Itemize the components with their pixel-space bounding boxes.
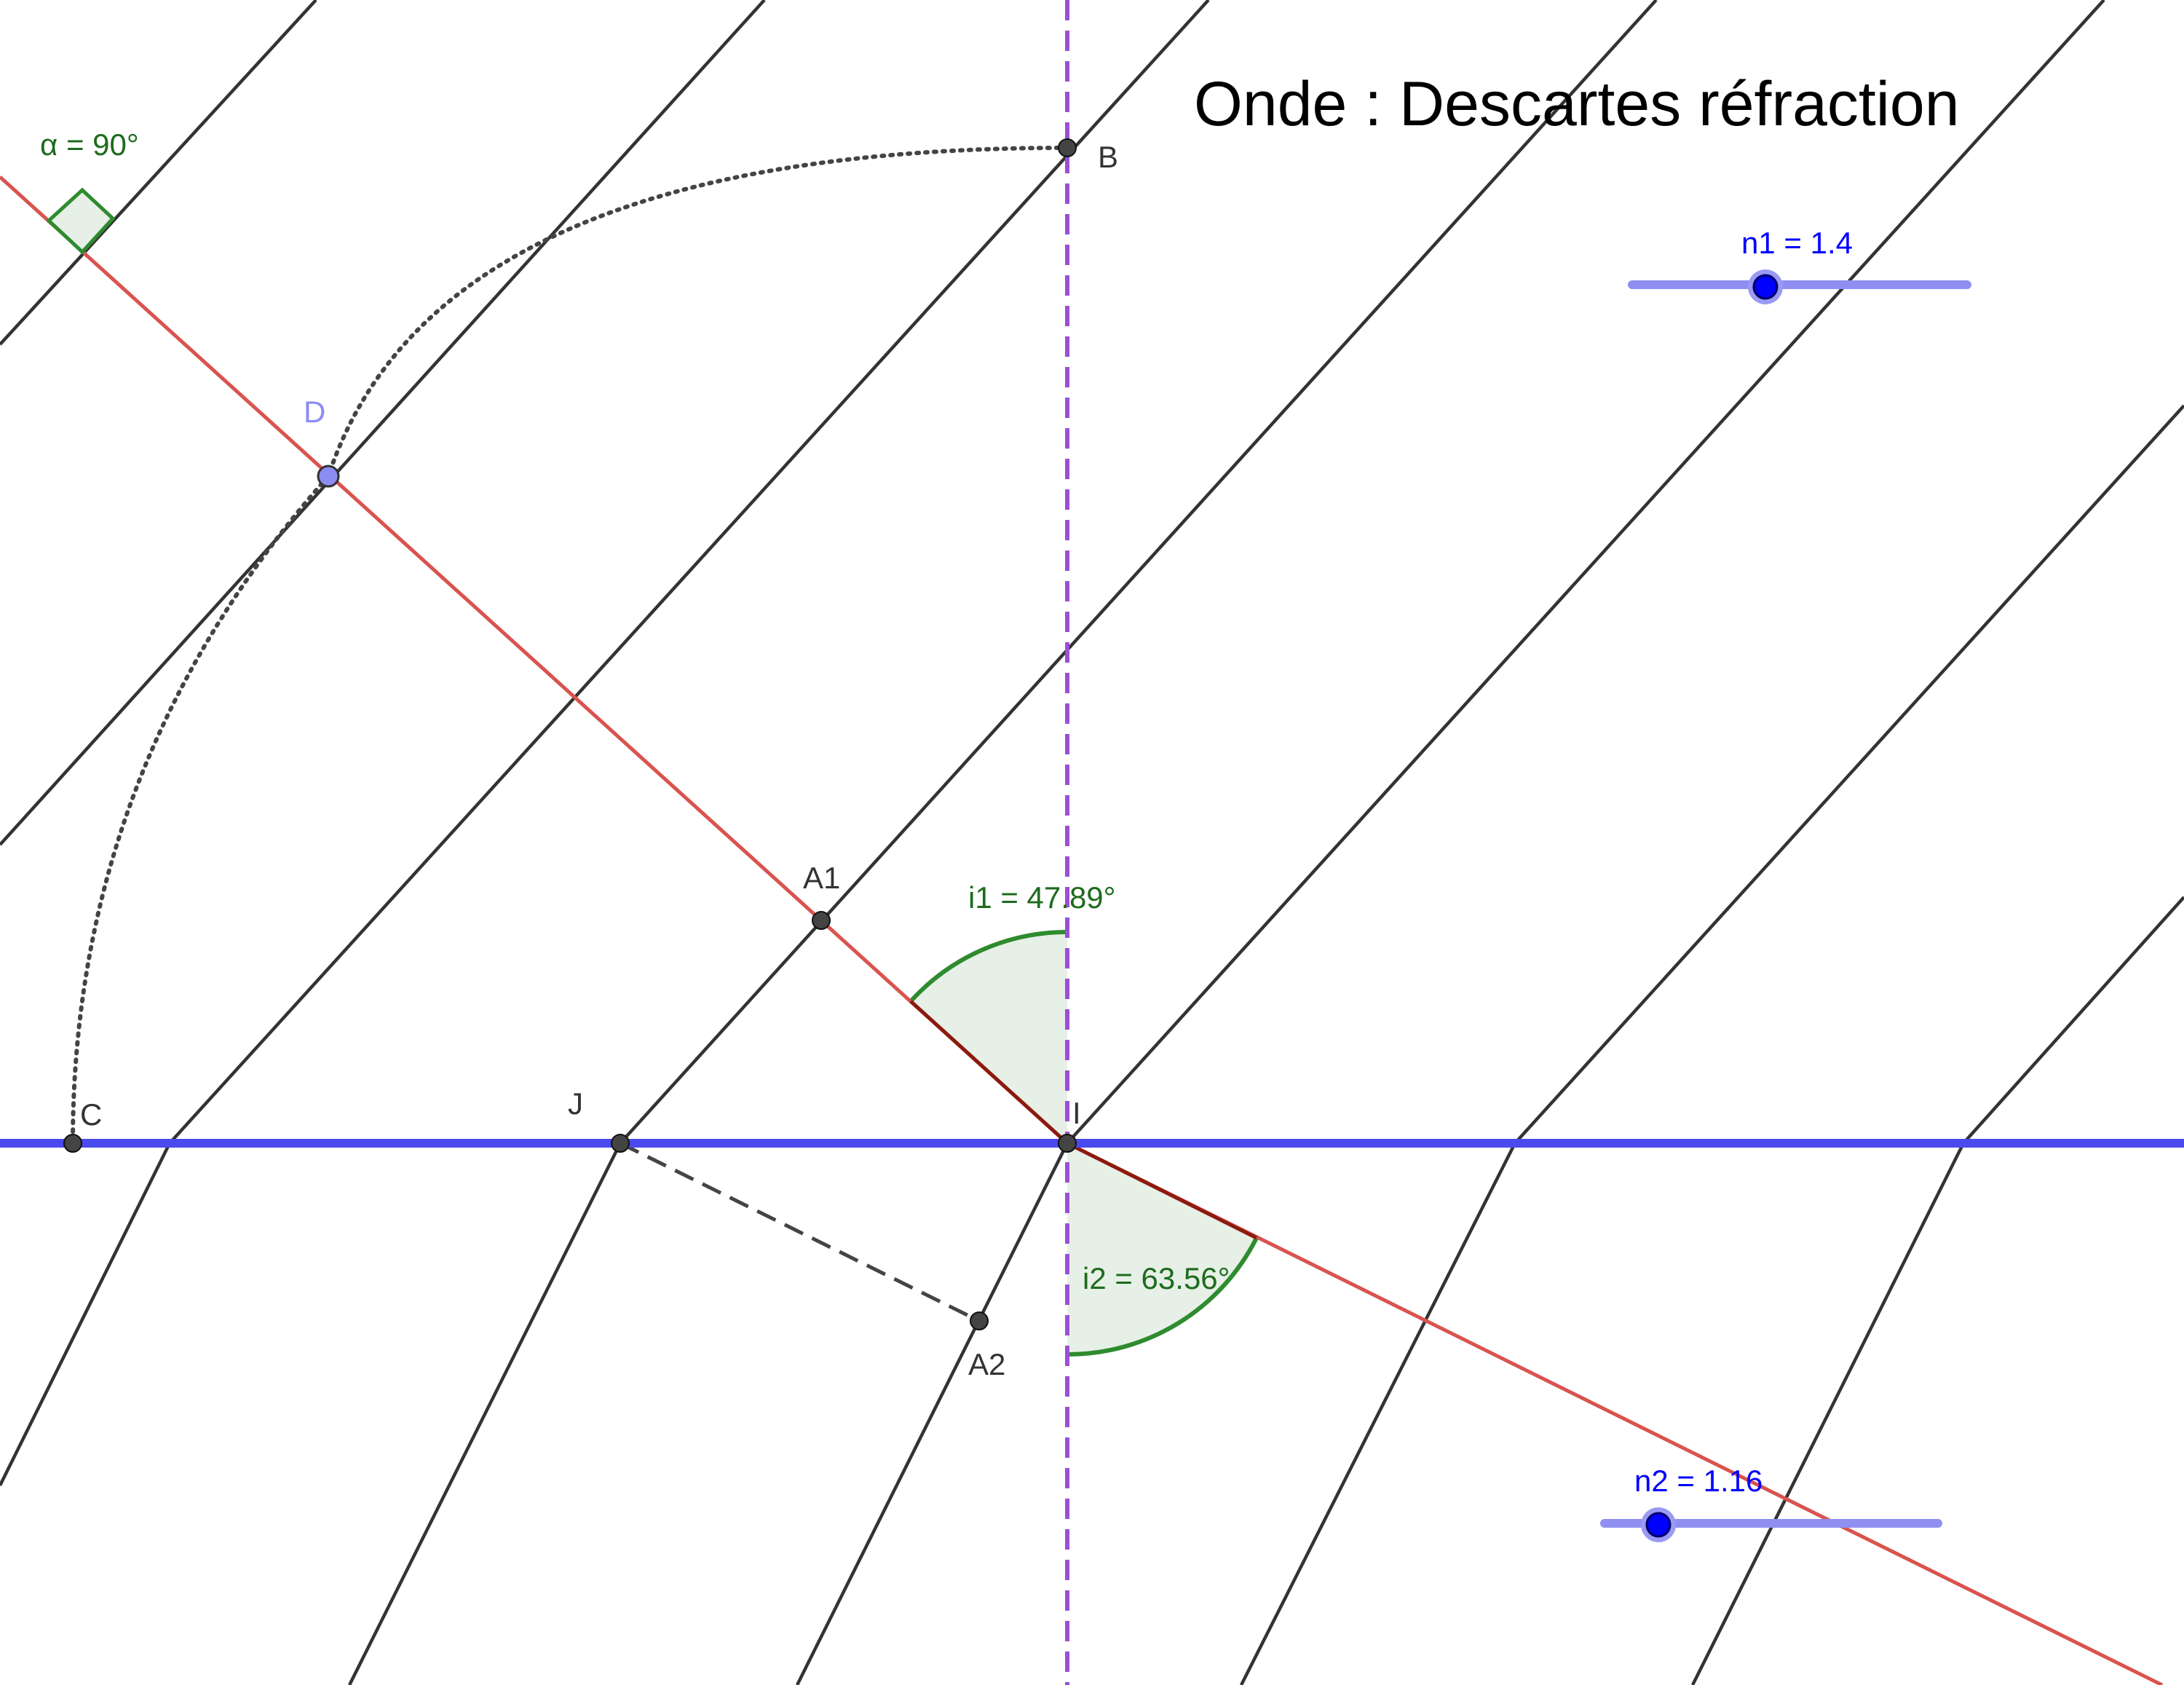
refracted-wavefront-line[interactable] — [795, 1142, 1069, 1685]
wavefront-line[interactable] — [1066, 0, 2105, 1145]
points — [63, 138, 1077, 1330]
label-A2: A2 — [968, 1347, 1005, 1381]
point-C[interactable] — [63, 1134, 82, 1153]
right-angle-marker[interactable] — [46, 187, 116, 255]
slider-n2-label: n2 = 1.16 — [1634, 1464, 1762, 1498]
label-B: B — [1098, 140, 1118, 174]
i2-label: i2 = 63.56° — [1083, 1261, 1230, 1295]
point-B[interactable] — [1058, 138, 1077, 157]
wavefront-line[interactable] — [0, 0, 766, 846]
wavefront-line[interactable] — [619, 0, 1658, 1145]
point-labels: B D A1 C J I A2 — [80, 140, 1118, 1381]
wavefront-line[interactable] — [0, 0, 317, 346]
incident-ray-near-I — [909, 1000, 1069, 1145]
slider-n1[interactable] — [1628, 269, 1971, 304]
slider-labels: n1 = 1.4 n2 = 1.16 — [1634, 226, 1853, 1498]
diagram-title: Onde : Descartes réfraction — [1194, 69, 1960, 139]
wavefront-line[interactable] — [168, 0, 1210, 1145]
segment-J-A2[interactable] — [619, 1141, 981, 1323]
slider-n2[interactable] — [1600, 1507, 1942, 1542]
refracted-wavefront-line[interactable] — [1239, 1142, 1517, 1685]
refracted-ray-near-I — [1066, 1141, 1258, 1240]
wavefront-line[interactable] — [1962, 896, 2184, 1145]
slider-n1-label: n1 = 1.4 — [1741, 226, 1853, 260]
slider-n2-knob[interactable] — [1645, 1512, 1671, 1538]
label-I: I — [1072, 1096, 1081, 1130]
label-A1: A1 — [803, 861, 840, 895]
angle-labels: α = 90° i1 = 47.89° i2 = 63.56° — [40, 127, 1230, 1295]
angle-i1-arc — [909, 929, 1068, 1003]
i1-label: i1 = 47.89° — [968, 880, 1115, 915]
incident-ray[interactable] — [0, 175, 1069, 1145]
refracted-wavefront-line[interactable] — [1690, 1142, 1966, 1685]
label-D: D — [304, 395, 325, 429]
point-I[interactable] — [1058, 1134, 1077, 1153]
wavefront-line[interactable] — [1514, 404, 2184, 1145]
angle-i1-sector[interactable] — [911, 931, 1067, 1143]
refracted-wavefronts — [0, 1142, 1966, 1685]
point-D[interactable] — [317, 465, 340, 488]
point-A2[interactable] — [970, 1311, 989, 1330]
refracted-wavefront-line[interactable] — [0, 1143, 172, 1486]
refracted-wavefront-line[interactable] — [347, 1142, 622, 1685]
angle-i2-sector[interactable] — [1067, 1143, 1257, 1355]
point-J[interactable] — [611, 1134, 630, 1153]
incident-wavefronts — [0, 0, 2184, 1145]
slider-n1-knob[interactable] — [1752, 274, 1779, 300]
label-C: C — [80, 1097, 102, 1132]
point-A1[interactable] — [812, 911, 831, 930]
label-J: J — [568, 1086, 583, 1121]
angle-i2-arc — [1067, 1236, 1259, 1357]
alpha-label: α = 90° — [40, 127, 139, 162]
